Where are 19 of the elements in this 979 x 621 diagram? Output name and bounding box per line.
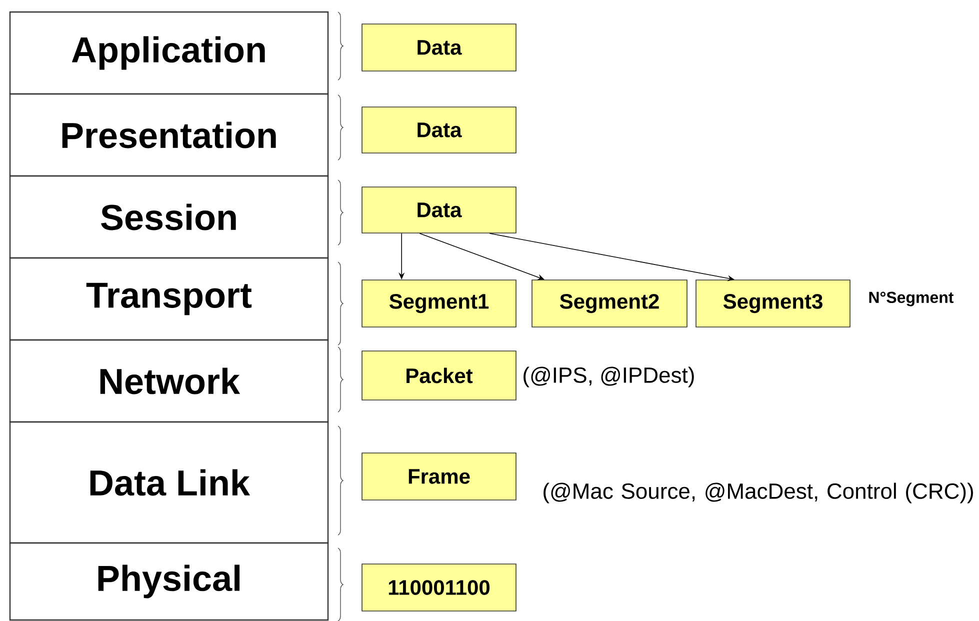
data-unit-box: Segment3	[696, 280, 850, 328]
layer-box: Presentation	[9, 93, 329, 177]
data-unit-box: Frame	[362, 452, 516, 500]
data-unit-box: Packet	[362, 350, 516, 400]
layer-box: Session	[9, 175, 329, 259]
note-text: N°Segment	[869, 292, 954, 306]
data-unit-box: Data	[362, 186, 516, 234]
layer-box: Data Link	[9, 421, 329, 544]
note-text: (@Mac Source, @MacDest, Control (CRC))	[544, 482, 973, 504]
layer-box: Network	[9, 339, 329, 423]
data-unit-box: Segment1	[362, 280, 516, 328]
data-unit-box: Data	[362, 24, 516, 72]
data-unit-box: 110001100	[362, 564, 516, 612]
note-text: (@IPS, @IPDest)	[524, 366, 694, 388]
data-unit-box: Data	[362, 106, 516, 154]
layer-box: Physical	[9, 542, 329, 621]
data-unit-box: Segment2	[532, 280, 688, 328]
layer-box: Application	[9, 11, 329, 95]
layer-box: Transport	[9, 257, 329, 341]
